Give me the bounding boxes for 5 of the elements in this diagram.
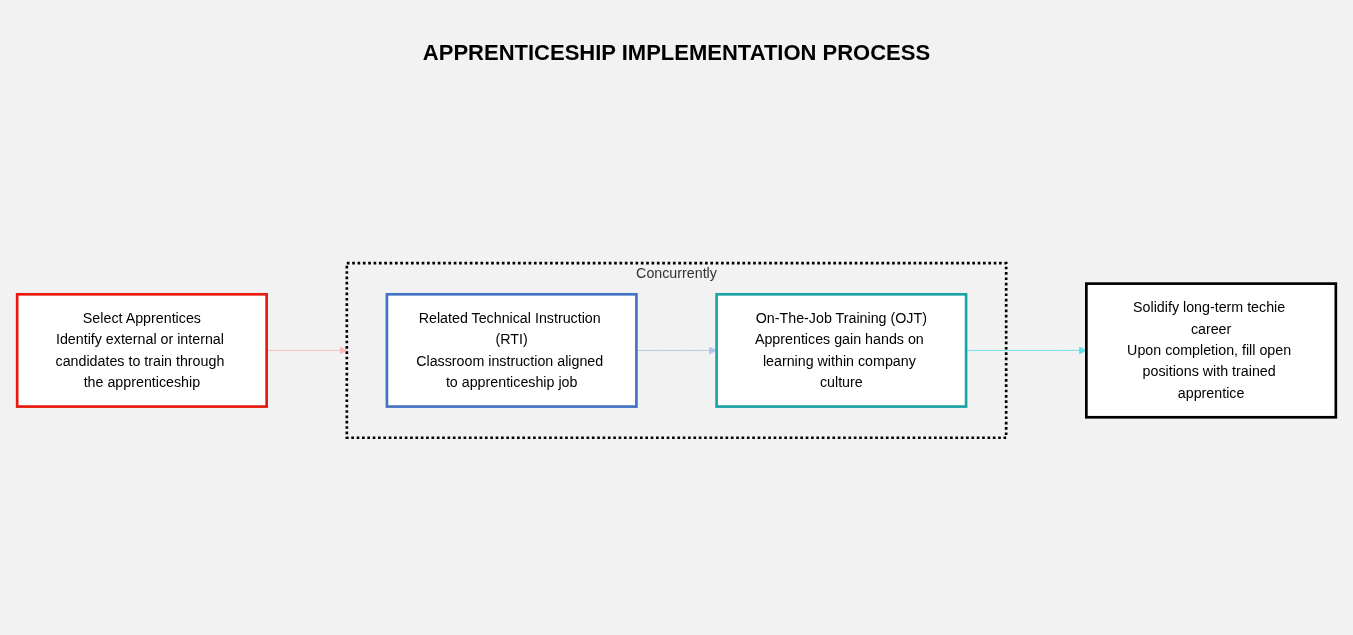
node-box: Related Technical Instruction (RTI) Classroom instruction aligned to apprenticeship job	[385, 293, 638, 408]
node-box: On-The-Job Training (OJT) Apprentices gain hands on learning within company culture	[715, 293, 968, 408]
node-box: Solidify long-term techie career Upon completion, fill open positions with trained apprentice	[1085, 282, 1338, 419]
diagram-title: APPRENTICESHIP IMPLEMENTATION PROCESS	[422, 40, 931, 66]
node-box: Select Apprentices Identify external or internal candidates to train through the apprenticeship	[15, 293, 268, 408]
